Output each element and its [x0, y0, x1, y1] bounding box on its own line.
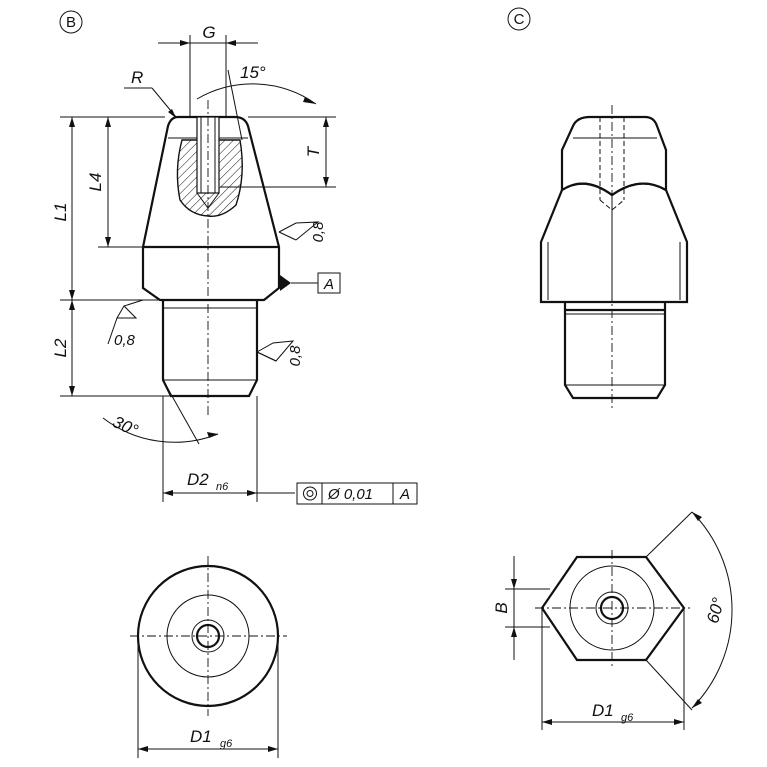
view-b-label: B: [66, 14, 76, 31]
dim-t-label: T: [304, 145, 323, 157]
dim-angle-15: 15°: [240, 63, 266, 82]
dim-d1-b-tolerance: g6: [220, 738, 233, 750]
surface-finish-1: 0,8: [310, 221, 327, 243]
dim-d1-c-label: D1: [592, 701, 614, 720]
view-c-top: B 60° D1 g6: [492, 511, 733, 730]
dim-d2-tolerance: n6: [216, 481, 229, 493]
dim-d2-label: D2: [187, 470, 209, 489]
surface-finish-2: 0,8: [114, 332, 136, 349]
dim-l1-label: L1: [51, 203, 70, 222]
dim-g-label: G: [202, 23, 215, 42]
dim-l4-label: L4: [86, 173, 105, 192]
dim-r-label: R: [131, 68, 143, 87]
surface-finish-3: 0,8: [287, 345, 304, 367]
dim-b-label: B: [492, 602, 511, 613]
view-c-label: C: [514, 11, 525, 28]
dim-angle-60: 60°: [703, 596, 728, 626]
tolerance-value: Ø 0,01: [327, 486, 373, 503]
dim-l2-label: L2: [51, 338, 70, 357]
tolerance-datum: A: [399, 486, 410, 503]
dim-d1-b-label: D1: [190, 727, 212, 746]
dim-d1-c-tolerance: g6: [621, 712, 634, 724]
datum-a-label: A: [323, 276, 334, 293]
view-b-top: D1 g6: [130, 556, 287, 758]
view-c-side: C: [507, 7, 689, 410]
view-b-side: B A G R: [51, 10, 418, 505]
